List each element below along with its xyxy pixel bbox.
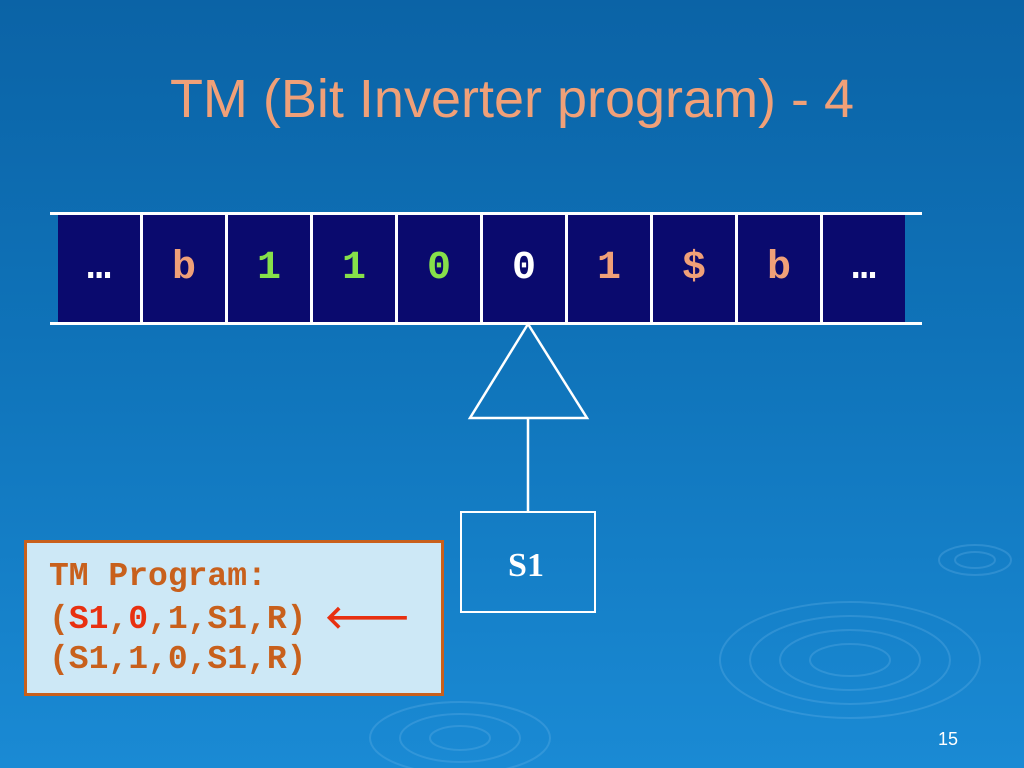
tape-cell: b xyxy=(738,215,823,322)
current-state-label: S1 xyxy=(508,547,544,584)
state-box: S1 xyxy=(460,511,596,613)
tape-cell: … xyxy=(58,215,143,322)
tape-cell-head: 0 xyxy=(483,215,568,322)
page-number: 15 xyxy=(938,729,959,749)
tape-cell: … xyxy=(823,215,905,322)
slide-title: TM (Bit Inverter program) - 4 xyxy=(169,69,855,129)
tape-cell: b xyxy=(143,215,228,322)
head-pointer-triangle xyxy=(467,321,590,420)
tape-cell: 1 xyxy=(228,215,313,322)
rule-part: , xyxy=(108,601,129,638)
program-rules: (S1,0,1,S1,R) 🡐 (S1,1,0,S1,R) xyxy=(49,597,441,680)
rule-part: ( xyxy=(49,601,69,638)
tm-program-box: TM Program: (S1,0,1,S1,R) 🡐 (S1,1,0,S1,R) xyxy=(24,540,444,696)
tape-cell: $ xyxy=(653,215,738,322)
tape-top-edge xyxy=(50,212,922,215)
tape-bottom-edge xyxy=(50,322,922,325)
program-rule: (S1,0,1,S1,R) 🡐 xyxy=(49,597,441,640)
current-rule-arrow-icon: 🡐 xyxy=(324,598,411,636)
rule-part: ,1,S1,R) xyxy=(148,601,307,638)
tape-cell: 1 xyxy=(313,215,398,322)
tape-cell: 1 xyxy=(568,215,653,322)
program-rule: (S1,1,0,S1,R) xyxy=(49,640,441,680)
rule-part: (S1,1,0,S1,R) xyxy=(49,641,307,678)
tape-cell: 0 xyxy=(398,215,483,322)
rule-match-part: S1 xyxy=(68,601,109,638)
program-heading: TM Program: xyxy=(49,558,267,595)
rule-match-part: 0 xyxy=(128,601,149,638)
